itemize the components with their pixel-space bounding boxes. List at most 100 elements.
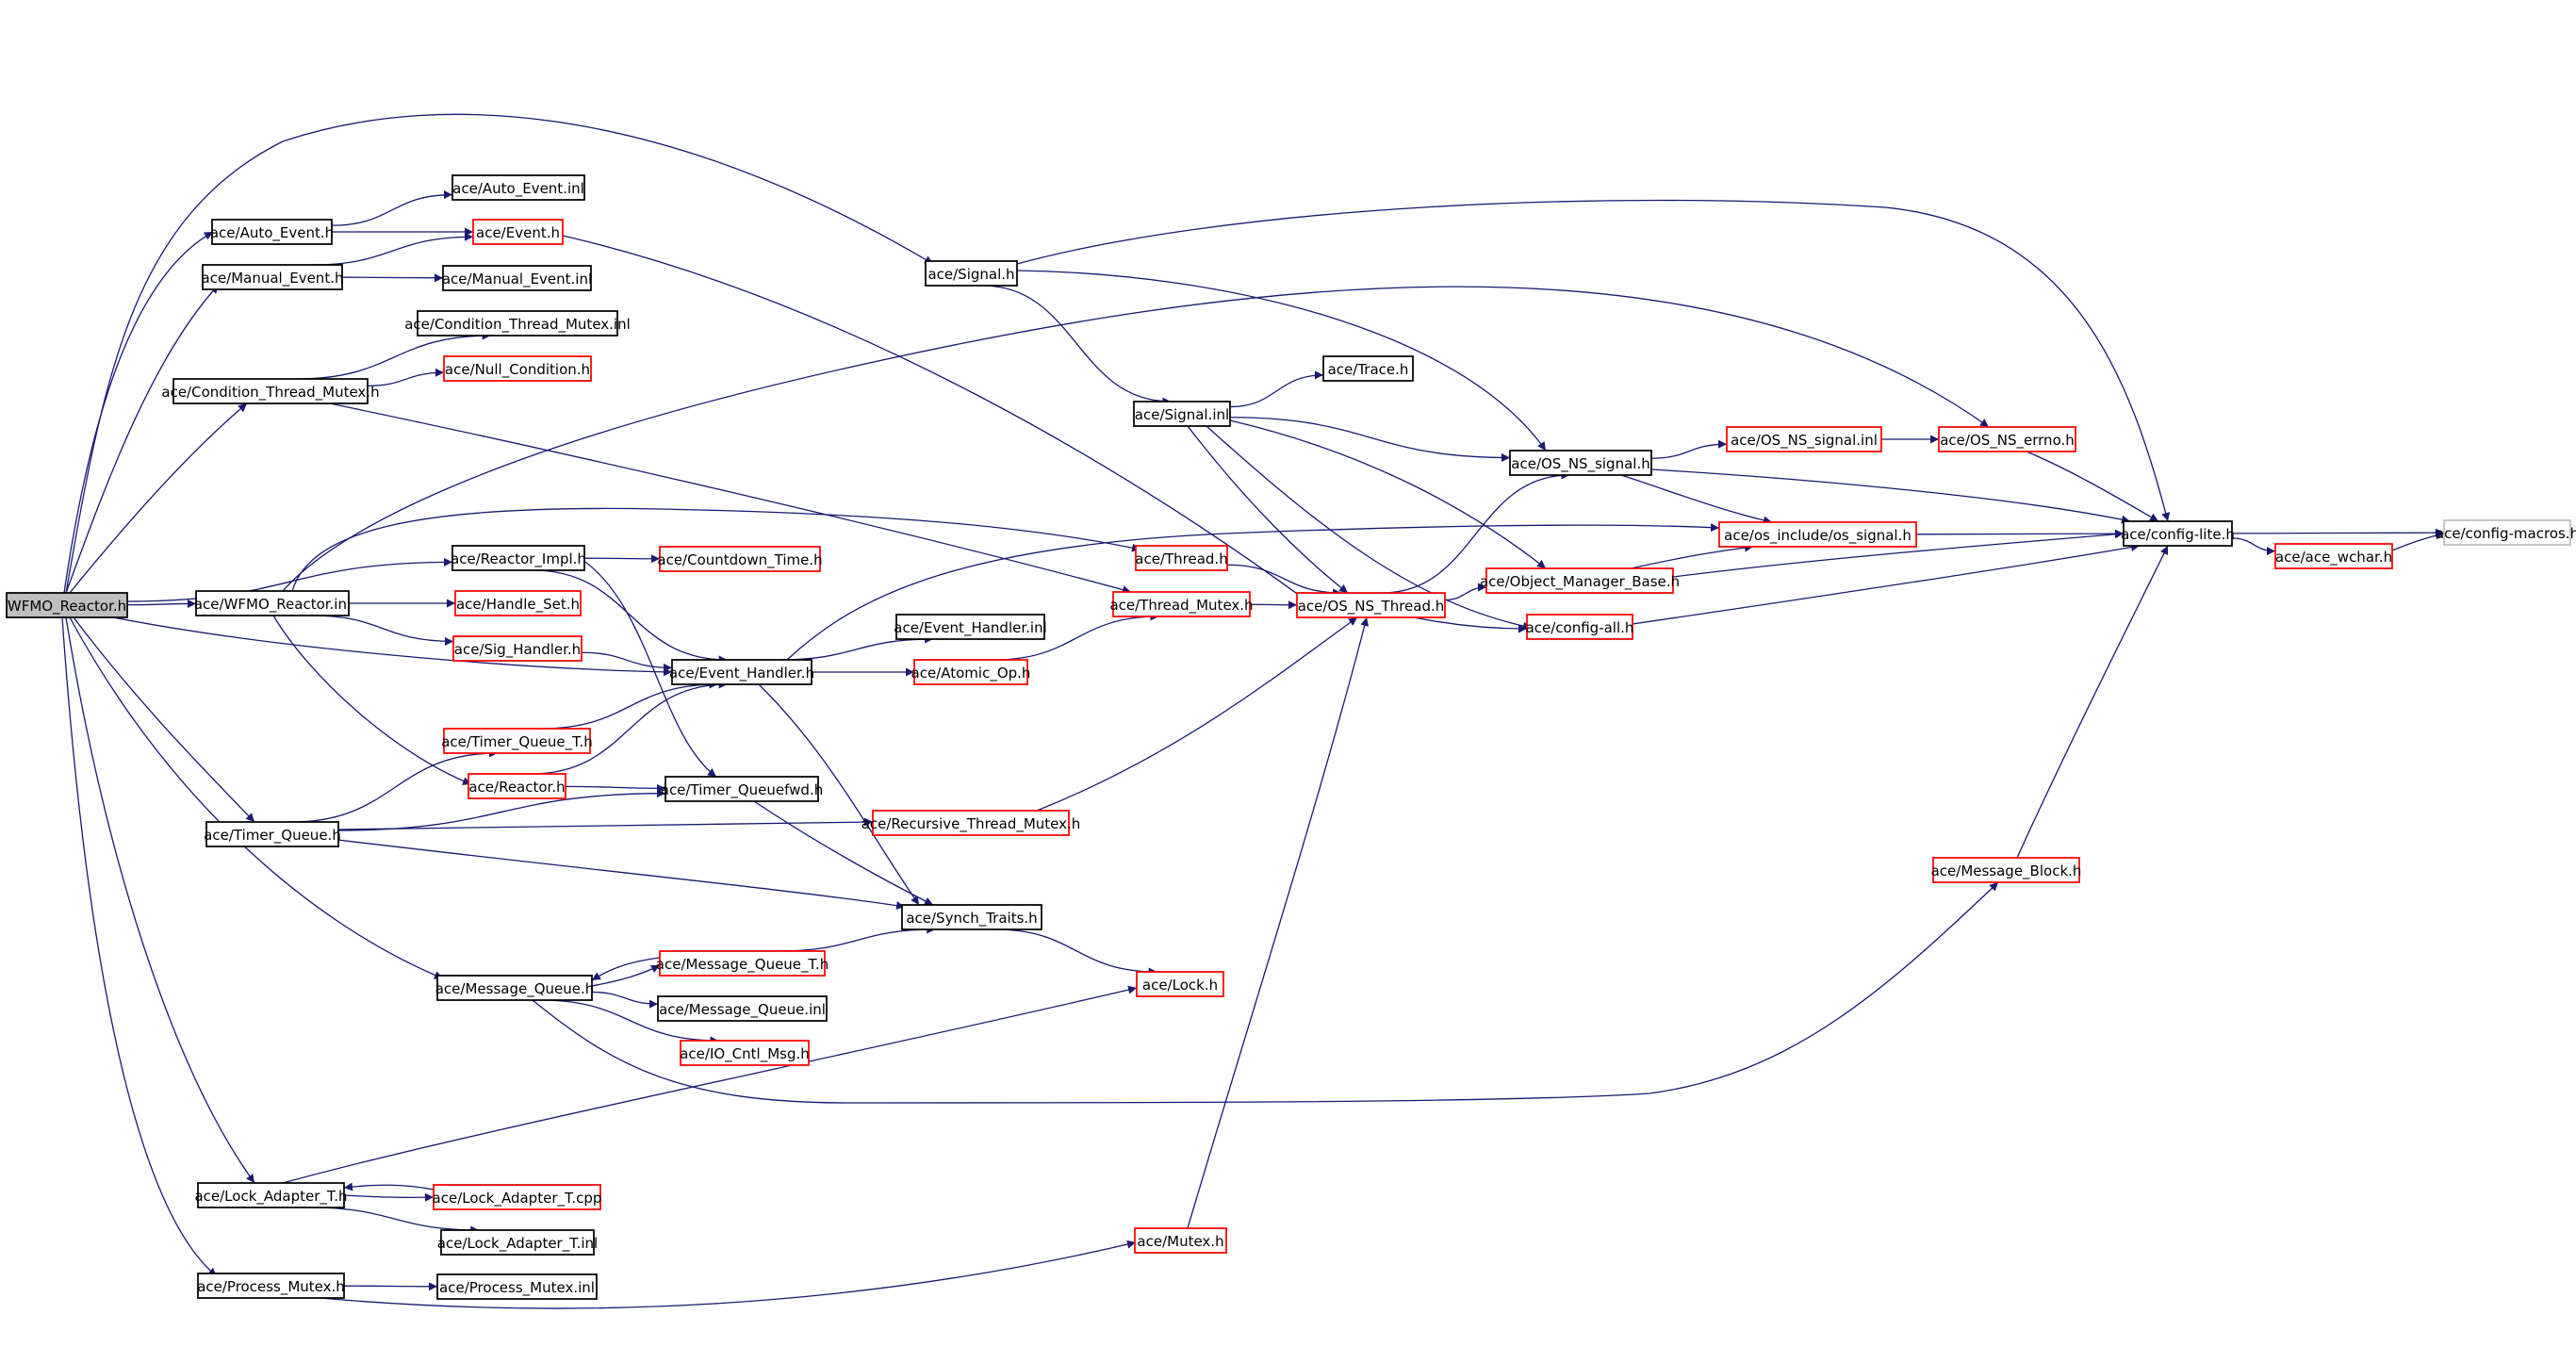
- edge-auto_event_h-to-auto_event_inl: [331, 190, 453, 226]
- edge-timer_queuefwd_h-to-synch_traits_h: [753, 800, 934, 906]
- node-os-ns-errno-h[interactable]: ace/OS_NS_errno.h: [1938, 426, 2076, 452]
- node-signal-inl[interactable]: ace/Signal.inl: [1133, 401, 1231, 427]
- node-os-include-signal-h[interactable]: ace/os_include/os_signal.h: [1718, 521, 1917, 548]
- node-recursive-thread-mutex-h[interactable]: ace/Recursive_Thread_Mutex.h: [861, 810, 1081, 836]
- node-handle-set-h[interactable]: ace/Handle_Set.h: [454, 590, 582, 616]
- node-process-mutex-inl[interactable]: ace/Process_Mutex.inl: [436, 1273, 598, 1300]
- node-message-queue-h[interactable]: ace/Message_Queue.h: [435, 975, 595, 1001]
- node-ctm-inl[interactable]: ace/Condition_Thread_Mutex.inl: [404, 310, 631, 337]
- node-lock-h[interactable]: ace/Lock.h: [1136, 971, 1224, 997]
- node-thread-h[interactable]: ace/Thread.h: [1135, 545, 1228, 571]
- node-label: ace/Manual_Event.h: [202, 270, 344, 287]
- node-wfmo-reactor-h[interactable]: WFMO_Reactor.h: [6, 592, 128, 618]
- node-label: ace/Synch_Traits.h: [906, 910, 1037, 928]
- node-process-mutex-h[interactable]: ace/Process_Mutex.h: [197, 1273, 345, 1299]
- node-auto-event-h[interactable]: ace/Auto_Event.h: [210, 219, 334, 245]
- edge-wfmo_reactor_h-to-ctm_h: [69, 402, 248, 594]
- node-box: [1296, 592, 1446, 618]
- node-trace-h[interactable]: ace/Trace.h: [1322, 355, 1414, 382]
- node-manual-event-inl[interactable]: ace/Manual_Event.inl: [442, 265, 592, 291]
- node-label: ace/Mutex.h: [1137, 1233, 1223, 1250]
- node-os-ns-thread-h[interactable]: ace/OS_NS_Thread.h: [1296, 592, 1446, 618]
- edge-message_queue_h-to-io_cntl_msg_h: [540, 999, 719, 1045]
- edge-signal_h-to-os_ns_signal_h: [1016, 270, 1547, 452]
- node-lock-adapter-t-inl[interactable]: ace/Lock_Adapter_T.inl: [437, 1229, 598, 1256]
- node-message-block-h[interactable]: ace/Message_Block.h: [1931, 857, 2082, 883]
- node-event-handler-inl[interactable]: ace/Event_Handler.inl: [894, 614, 1047, 640]
- node-auto-event-inl[interactable]: ace/Auto_Event.inl: [451, 174, 585, 201]
- edge-os_ns_thread_h-to-os_ns_signal_h: [1381, 470, 1570, 594]
- node-label: ace/OS_NS_errno.h: [1940, 432, 2075, 450]
- node-label: ace/config-macros.h: [2436, 525, 2576, 542]
- node-timer-queuefwd-h[interactable]: ace/Timer_Queuefwd.h: [661, 776, 823, 802]
- node-event-handler-h[interactable]: ace/Event_Handler.h: [669, 659, 814, 685]
- node-message-queue-t-h[interactable]: ace/Message_Queue_T.h: [656, 950, 829, 977]
- node-label: ace/Recursive_Thread_Mutex.h: [861, 815, 1081, 833]
- node-lock-adapter-t-cpp[interactable]: ace/Lock_Adapter_T.cpp: [433, 1184, 602, 1210]
- node-label: ace/Signal.inl: [1135, 406, 1229, 423]
- node-config-all-h[interactable]: ace/config-all.h: [1526, 614, 1634, 640]
- edge-lock_adapter_t_h-to-lock_adapter_t_cpp: [343, 1192, 435, 1202]
- node-label: ace/Object_Manager_Base.h: [1480, 573, 1680, 591]
- node-ace-wchar-h[interactable]: ace/ace_wchar.h: [2274, 543, 2393, 569]
- edge-ctm_h-to-null_condition_h: [367, 368, 445, 386]
- edge-os_ns_thread_h-to-config_all_h: [1413, 616, 1528, 633]
- node-box: [472, 219, 564, 245]
- node-lock-adapter-t-h[interactable]: ace/Lock_Adapter_T.h: [194, 1182, 348, 1208]
- node-config-macros-h[interactable]: ace/config-macros.h: [2436, 519, 2576, 546]
- node-signal-h[interactable]: ace/Signal.h: [925, 260, 1018, 287]
- node-countdown-time-h[interactable]: ace/Countdown_Time.h: [657, 546, 823, 572]
- node-label: ace/config-all.h: [1526, 619, 1634, 636]
- edge-signal_inl-to-object_manager_base_h: [1229, 419, 1547, 569]
- node-os-ns-signal-inl[interactable]: ace/OS_NS_signal.inl: [1726, 426, 1882, 452]
- node-box: [913, 659, 1028, 685]
- node-manual-event-h[interactable]: ace/Manual_Event.h: [202, 264, 344, 290]
- edge-lock_adapter_t_h-to-lock_h: [282, 985, 1138, 1184]
- edge-wfmo_reactor_inl-to-os_ns_errno_h: [282, 286, 1990, 592]
- edge-signal_inl-to-os_ns_thread_h: [1187, 425, 1349, 594]
- edge-timer_queue_h-to-timer_queue_t_h: [291, 748, 499, 823]
- node-box: [454, 590, 582, 616]
- node-label: ace/Auto_Event.inl: [452, 180, 584, 198]
- node-label: WFMO_Reactor.h: [8, 598, 126, 616]
- edge-wfmo_reactor_h-to-wfmo_reactor_inl: [126, 599, 197, 608]
- node-label: ace/Event_Handler.h: [669, 665, 814, 682]
- node-box: [671, 659, 812, 685]
- edge-wfmo_reactor_h-to-lock_adapter_t_h: [65, 616, 255, 1184]
- node-label: ace/Message_Block.h: [1931, 862, 2082, 880]
- node-reactor-impl-h[interactable]: ace/Reactor_Impl.h: [451, 545, 586, 571]
- edge-ctm_h-to-ctm_inl: [297, 331, 491, 380]
- node-config-lite-h[interactable]: ace/config-lite.h: [2121, 520, 2235, 547]
- edge-wfmo_reactor_h-to-message_queue_h: [69, 616, 444, 979]
- node-event-h[interactable]: ace/Event.h: [472, 219, 564, 245]
- node-label: ace/Process_Mutex.inl: [439, 1279, 595, 1297]
- node-synch-traits-h[interactable]: ace/Synch_Traits.h: [901, 904, 1042, 930]
- node-message-queue-inl[interactable]: ace/Message_Queue.inl: [657, 995, 828, 1022]
- node-object-manager-base-h[interactable]: ace/Object_Manager_Base.h: [1480, 567, 1680, 594]
- node-box: [451, 174, 585, 201]
- node-null-condition-h[interactable]: ace/Null_Condition.h: [443, 355, 592, 382]
- node-label: ace/Condition_Thread_Mutex.inl: [404, 316, 631, 334]
- node-timer-queue-h[interactable]: ace/Timer_Queue.h: [204, 821, 341, 847]
- node-wfmo-reactor-inl[interactable]: ace/WFMO_Reactor.inl: [194, 590, 351, 616]
- node-label: ace/Condition_Thread_Mutex.h: [161, 384, 379, 402]
- node-mutex-h[interactable]: ace/Mutex.h: [1134, 1227, 1227, 1254]
- edge-process_mutex_h-to-process_mutex_inl: [343, 1282, 438, 1291]
- node-label: ace/Thread.h: [1135, 550, 1227, 567]
- node-atomic-op-h[interactable]: ace/Atomic_Op.h: [911, 659, 1031, 685]
- node-box: [901, 904, 1042, 930]
- edge-signal_h-to-signal_inl: [982, 285, 1172, 406]
- node-thread-mutex-h[interactable]: ace/Thread_Mutex.h: [1109, 591, 1254, 617]
- node-label: ace/Reactor.h: [468, 779, 565, 796]
- node-box: [659, 950, 826, 977]
- node-ctm-h[interactable]: ace/Condition_Thread_Mutex.h: [161, 378, 380, 404]
- node-label: ace/Message_Queue.inl: [659, 1001, 826, 1019]
- edge-wfmo_reactor_h-to-auto_event_h: [63, 231, 214, 594]
- edge-config_all_h-to-config_lite_h: [1632, 543, 2141, 625]
- node-reactor-h[interactable]: ace/Reactor.h: [468, 773, 566, 799]
- edge-wfmo_reactor_h-to-event_handler_h: [112, 616, 673, 677]
- node-sig-handler-h[interactable]: ace/Sig_Handler.h: [452, 635, 582, 662]
- node-timer-queue-t-h[interactable]: ace/Timer_Queue_T.h: [441, 728, 593, 754]
- node-os-ns-signal-h[interactable]: ace/OS_NS_signal.h: [1509, 450, 1652, 476]
- node-io-cntl-msg-h[interactable]: ace/IO_Cntl_Msg.h: [680, 1040, 810, 1066]
